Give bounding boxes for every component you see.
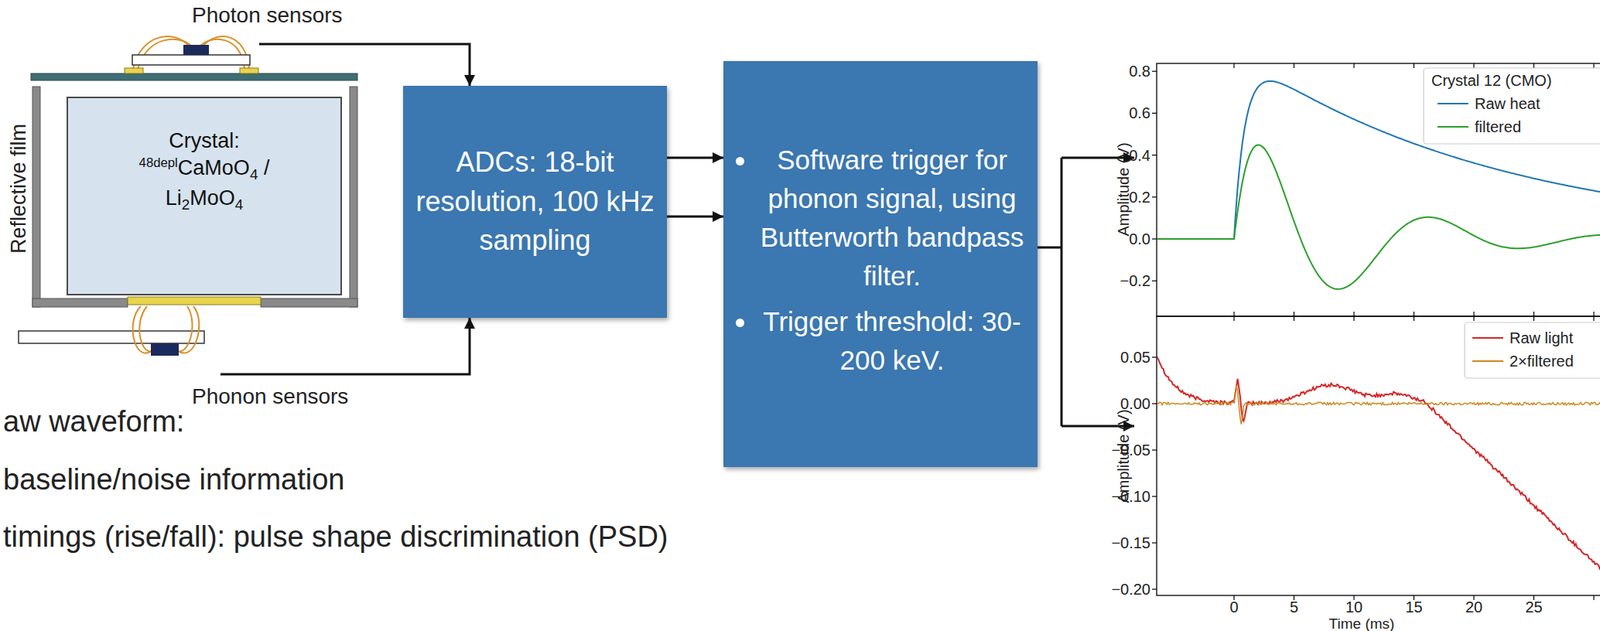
legend-line-sample	[1472, 337, 1504, 339]
crystal-box: Crystal: 48deplCaMoO4 / Li2MoO4	[66, 96, 342, 296]
axis-label: 0	[1229, 599, 1238, 616]
formula-subscript: 2	[181, 196, 191, 213]
phonon-sensor: Phonon sensors	[15, 328, 221, 377]
tick-mark	[1413, 63, 1415, 69]
formula-subscript: 4	[235, 196, 244, 213]
tick-mark	[1413, 311, 1415, 317]
tick-mark	[1293, 316, 1295, 322]
photon-sensor: Photon sensors	[122, 29, 260, 76]
tick-mark	[1152, 356, 1157, 358]
signal-arrow	[220, 317, 470, 375]
tick-mark	[1593, 595, 1594, 601]
waveform-plot	[1152, 63, 1600, 601]
axis-label: Amplitude (V)	[1115, 409, 1132, 503]
tick-mark	[1152, 71, 1157, 72]
tick-mark	[1152, 403, 1157, 404]
bullet-item: Software trigger for phonon signal, usin…	[757, 140, 1027, 295]
note-text: baseline/noise information	[3, 464, 346, 495]
box-text: ADCs: 18-bit resolution, 100 kHz samplin…	[413, 143, 657, 260]
axis-label: 0.00	[1120, 396, 1151, 412]
axis-label: 0.05	[1120, 349, 1151, 366]
tick-mark	[1353, 63, 1354, 69]
formula-subscript: 4	[249, 166, 259, 183]
sensor-label: Photon sensors	[191, 3, 343, 28]
trigger-box: Software trigger for phonon signal, usin…	[723, 61, 1038, 468]
photon-sensor-drawing	[124, 36, 259, 74]
axis-label: 15	[1405, 599, 1423, 616]
crystal-label: Crystal: 48deplCaMoO4 / Li2MoO4	[115, 127, 294, 216]
tick-mark	[1413, 316, 1415, 322]
tick-mark	[1152, 449, 1157, 451]
tick-mark	[1353, 311, 1354, 317]
box-text-group: ADCs: 18-bit resolution, 100 kHz samplin…	[413, 143, 657, 260]
axis-label: 0.2	[1128, 189, 1151, 206]
axis-label: −0.2	[1120, 273, 1151, 289]
legend-line-sample	[1472, 360, 1504, 363]
axis-label: 0.4	[1128, 147, 1151, 164]
tick-mark	[1353, 316, 1354, 322]
axis-label: 20	[1465, 599, 1483, 616]
tick-mark	[1473, 311, 1474, 317]
axis-label: −0.20	[1111, 581, 1151, 598]
tick-mark	[1533, 63, 1535, 69]
signal-arrow	[666, 215, 724, 219]
axis-label: Amplitude (V)	[1115, 142, 1132, 236]
tick-mark	[1533, 311, 1535, 317]
tick-mark	[1593, 311, 1594, 317]
isotope-superscript: 48depl	[139, 155, 178, 171]
legend-text: filtered	[1474, 119, 1522, 135]
bullet-list: Software trigger for phonon signal, usin…	[734, 140, 1027, 387]
tick-mark	[1473, 63, 1474, 69]
legend-title: Crystal 12 (CMO)	[1431, 72, 1553, 89]
axis-label: 10	[1345, 599, 1363, 616]
signal-arrow	[259, 44, 470, 86]
phonon-sensor-drawing	[18, 306, 205, 356]
legend-text: 2×filtered	[1509, 353, 1574, 370]
tick-mark	[1152, 542, 1157, 544]
legend-line-sample	[1437, 126, 1469, 128]
tick-mark	[1152, 112, 1157, 114]
tick-mark	[1152, 196, 1157, 198]
tick-mark	[1152, 154, 1157, 156]
axis-label: 0.6	[1128, 105, 1151, 121]
tick-mark	[1233, 316, 1235, 322]
tick-mark	[1593, 316, 1594, 322]
axis-label: 5	[1289, 599, 1299, 616]
tick-mark	[1473, 316, 1474, 322]
signal-arrow	[666, 157, 724, 160]
tick-mark	[1152, 238, 1157, 240]
film-label: Reflective film	[8, 123, 30, 254]
tick-mark	[1152, 495, 1157, 497]
axis-label: 0.8	[1128, 63, 1151, 79]
axis-label: 25	[1524, 599, 1542, 616]
tick-mark	[1593, 63, 1594, 69]
tick-mark	[1293, 63, 1295, 69]
note-text: timings (rise/fall): pulse shape discrim…	[3, 522, 669, 552]
axis-label: −0.15	[1111, 535, 1151, 551]
filtered-light-curve	[1157, 386, 1600, 425]
filtered-heat-curve	[1157, 145, 1600, 290]
adc-box: ADCs: 18-bit resolution, 100 kHz samplin…	[403, 85, 667, 318]
sensor-label: Phonon sensors	[191, 384, 349, 410]
detector-housing	[30, 73, 358, 308]
tick-mark	[1152, 280, 1157, 282]
axis-label: 0.0	[1128, 231, 1151, 247]
raw-light-curve	[1157, 352, 1600, 582]
axis-label: Time (ms)	[1329, 616, 1395, 631]
tick-mark	[1533, 316, 1535, 322]
tick-mark	[1152, 588, 1157, 590]
bullet-item: Trigger threshold: 30-200 keV.	[757, 302, 1027, 380]
tick-mark	[1233, 311, 1235, 317]
tick-mark	[1233, 63, 1235, 69]
tick-mark	[1293, 311, 1295, 317]
legend-line-sample	[1437, 102, 1469, 105]
note-text: aw waveform:	[3, 406, 185, 437]
legend-text: Raw light	[1509, 330, 1573, 346]
legend-text: Raw heat	[1474, 95, 1541, 112]
raw-heat-curve	[1157, 81, 1600, 240]
